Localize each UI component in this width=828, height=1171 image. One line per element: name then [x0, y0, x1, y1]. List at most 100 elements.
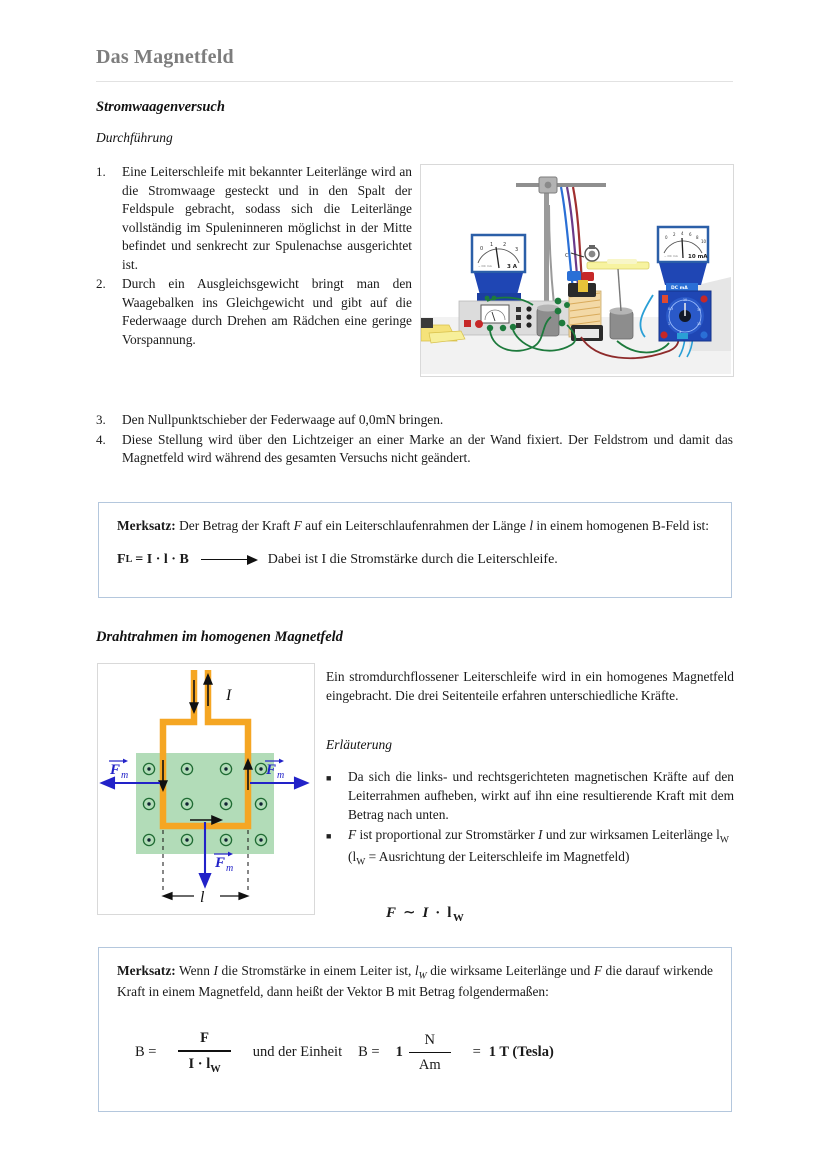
wire-loop-diagram: F m F m F m I	[97, 663, 315, 915]
b-equals-label: B =	[135, 1044, 157, 1061]
list-item: 3. Den Nullpunktschieber der Federwaage …	[96, 411, 733, 430]
list-item-text: Eine Leiterschleife mit bekannter Leiter…	[122, 164, 412, 272]
svg-text:6: 6	[689, 232, 692, 237]
svg-text:~ DC mA: ~ DC mA	[664, 254, 679, 258]
merksatz-box-1: Merksatz: Der Betrag der Kraft F auf ein…	[98, 502, 732, 598]
right-arrow-icon	[200, 554, 259, 565]
unit-numerator: N	[424, 1031, 435, 1048]
svg-text:F: F	[109, 762, 120, 778]
fraction-bar	[178, 1050, 231, 1052]
merksatz2-part4: die darauf wirkende Kraft in einem Magne…	[117, 963, 713, 1000]
bullet-marker-icon: ■	[326, 773, 332, 783]
svg-text:m: m	[277, 770, 284, 781]
left-ammeter: 0 1 2 3 3 A ~ DC mA	[470, 233, 527, 301]
unit-fraction-bar	[408, 1051, 451, 1054]
svg-text:10: 10	[683, 298, 687, 302]
merksatz1-text: Merksatz: Der Betrag der Kraft F auf ein…	[117, 517, 713, 536]
middle-text: und der Einheit	[252, 1044, 343, 1061]
current-arrow-right-side	[242, 757, 254, 790]
bullet-text-2: F ist proportional zur Stromstärker I un…	[348, 827, 729, 846]
force-labels: F m F m F m	[109, 758, 284, 874]
merksatz1-part1: Der Betrag der Kraft	[175, 518, 294, 533]
merksatz2-part3: die wirksame Leiterlänge und	[426, 963, 594, 978]
svg-text:1: 1	[668, 322, 670, 326]
svg-text:F: F	[265, 762, 276, 778]
svg-text:DC mA: DC mA	[671, 285, 688, 291]
section2-intro: Ein stromdurchflossener Leiterschleife w…	[326, 668, 734, 706]
list-item-text: Den Nullpunktschieber der Federwaage auf…	[122, 412, 444, 427]
current-label: I	[225, 687, 232, 704]
fraction-denominator: I · lW	[178, 1052, 230, 1078]
svg-text:m: m	[226, 863, 233, 874]
den-dot: ·	[197, 1055, 203, 1072]
merksatz1-symbol-l: l	[529, 518, 534, 533]
section2-bullets: ■ Da sich die links- und rechtsgerichtet…	[326, 768, 734, 872]
unit-coefficient: 1	[395, 1044, 403, 1061]
bullet-item: ■ Da sich die links- und rechtsgerichtet…	[326, 768, 734, 824]
wire-loop-diagram-graphic: F m F m F m I	[98, 664, 312, 912]
list-item: 2. Durch ein Ausgleichsgewicht bringt ma…	[96, 275, 412, 349]
list-item: 4. Diese Stellung wird über den Lichtzei…	[96, 431, 733, 468]
field-dot-centers	[147, 767, 263, 842]
svg-text:4: 4	[681, 231, 684, 236]
unit-denominator: Am	[418, 1057, 441, 1074]
list-item: 1. Eine Leiterschleife mit bekannter Lei…	[96, 163, 412, 274]
merksatz1-part2: auf ein Leiterschlaufenrahmen der Länge	[301, 518, 530, 533]
svg-text:10: 10	[701, 239, 707, 244]
length-label: l	[200, 889, 205, 906]
den-lw: lW	[206, 1055, 221, 1075]
length-dimension-arrow	[161, 891, 250, 901]
bullet-text: F ist proportional zur Stromstärker I un…	[348, 826, 734, 869]
right-ammeter: 0 2 4 6 8 10 10 mA ~ DC mA DC mA	[656, 225, 710, 291]
current-arrow-left-side	[157, 760, 169, 793]
merksatz2-symbol-lw: lW	[414, 963, 427, 982]
dimension-extension-lines	[162, 830, 249, 892]
section1-subheading: Durchführung	[96, 130, 173, 145]
fraction-F-over-Ilw: F I · lW	[178, 1028, 231, 1078]
title-divider	[96, 81, 733, 82]
merksatz1-symbol-F: F	[293, 518, 302, 533]
svg-text:F: F	[214, 855, 225, 871]
formula-note: Dabei ist I die Stromstärke durch die Le…	[267, 551, 558, 567]
field-dots	[142, 762, 268, 847]
svg-text:2: 2	[503, 242, 506, 248]
unit-result: 1 T (Tesla)	[488, 1044, 554, 1061]
merksatz2-text: Merksatz: Wenn I die Stromstärke in eine…	[117, 962, 713, 1002]
list-item-number: 2.	[96, 276, 106, 291]
force-arrows	[99, 776, 310, 889]
proportionality-formula: F ∼ I · lW	[386, 905, 466, 924]
fraction-N-over-Am: N Am	[408, 1030, 451, 1076]
svg-text:0.3: 0.3	[668, 307, 673, 311]
svg-text:2: 2	[673, 232, 676, 237]
procedure-list-top: 1. Eine Leiterschleife mit bekannter Lei…	[96, 163, 412, 350]
list-item-number: 1.	[96, 164, 106, 179]
svg-text:~ DC mA: ~ DC mA	[478, 264, 493, 268]
section2-intro-text: Ein stromdurchflossener Leiterschleife w…	[326, 669, 734, 703]
merksatz2-part1: Wenn	[175, 963, 214, 978]
formula-symbol-F: F	[117, 551, 126, 567]
svg-text:3: 3	[679, 330, 681, 334]
section1-heading: Stromwaagenversuch	[96, 99, 225, 115]
equals-sign: =	[472, 1044, 481, 1061]
current-arrow-bottom	[190, 814, 224, 826]
section2-heading: Drahtrahmen im homogenen Magnetfeld	[96, 629, 343, 645]
formula-rhs: = I · l · B	[135, 551, 189, 567]
svg-text:m: m	[121, 770, 128, 781]
b-equals-label-2: B =	[358, 1044, 380, 1061]
merksatz2-lead: Merksatz:	[117, 963, 176, 978]
merksatz2-symbol-I: I	[213, 963, 218, 978]
svg-text:3: 3	[515, 247, 518, 253]
svg-text:1: 1	[490, 242, 493, 248]
list-item-text: Durch ein Ausgleichsgewicht bringt man d…	[122, 276, 412, 347]
svg-text:0: 0	[665, 235, 668, 240]
experiment-photo: 0 1 2 3 3 A ~ DC mA	[420, 164, 734, 377]
den-I: I	[188, 1055, 195, 1072]
svg-text:0: 0	[480, 246, 483, 252]
merksatz2-formula: B = F I · lW und der Einheit B = 1 N Am	[117, 1028, 713, 1077]
bullet-2-note: (lW = Ausrichtung der Leiterschleife im …	[348, 849, 630, 869]
merksatz1-part3: in einem homogenen B-Feld ist:	[533, 518, 709, 533]
procedure-list-bottom: 3. Den Nullpunktschieber der Federwaage …	[96, 411, 733, 469]
list-item-text: Diese Stellung wird über den Lichtzeiger…	[122, 431, 733, 466]
